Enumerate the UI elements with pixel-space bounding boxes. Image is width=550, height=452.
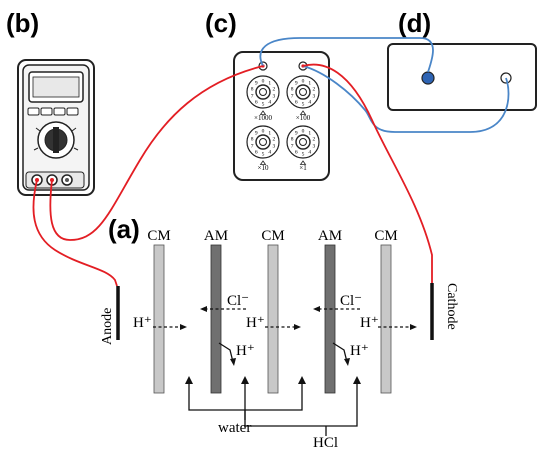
h-plus-label-1: H⁺ xyxy=(133,315,152,331)
cl-minus-label-1: Cl⁻ xyxy=(227,293,249,309)
dial-digit: 8 xyxy=(251,136,254,142)
dial-digit: 2 xyxy=(313,136,316,142)
membrane-cm-1 xyxy=(153,244,165,394)
dial-digit: 3 xyxy=(313,94,316,100)
dial-multiplier-label: ×1000 xyxy=(254,114,272,122)
dial-digit: 4 xyxy=(268,149,271,155)
dial-digit: 5 xyxy=(262,152,265,158)
membrane-cm-2 xyxy=(267,244,279,394)
multimeter-button[interactable] xyxy=(66,107,79,116)
multimeter-button[interactable] xyxy=(53,107,66,116)
dial-digit: 5 xyxy=(262,102,265,108)
red-wire-meter-to-anode xyxy=(32,179,118,287)
dial-digit: 4 xyxy=(268,99,271,105)
hcl-label: HCl xyxy=(313,435,338,451)
membrane-am-1 xyxy=(210,244,222,394)
dial-digit: 7 xyxy=(291,144,294,150)
cathode-label: Cathode xyxy=(444,283,459,330)
multimeter-button[interactable] xyxy=(40,107,53,116)
dial-digit: 6 xyxy=(255,99,258,105)
dial-digit: 5 xyxy=(302,102,305,108)
membrane-label-4: AM xyxy=(318,228,342,244)
dial-digit: 1 xyxy=(268,81,271,87)
panel-label-a: (a) xyxy=(108,214,140,244)
h-plus-release-arrow-1 xyxy=(218,342,234,363)
h-plus-label-4: H⁺ xyxy=(236,343,255,359)
h-plus-label-3: H⁺ xyxy=(360,315,379,331)
dial-digit: 9 xyxy=(255,131,258,137)
panel-label-c: (c) xyxy=(205,8,237,38)
h-plus-release-arrow-2 xyxy=(332,342,348,363)
h-plus-label-2: H⁺ xyxy=(246,315,265,331)
dial-digit: 8 xyxy=(291,86,294,92)
blue-wire-upper xyxy=(259,37,434,73)
dial-digit: 9 xyxy=(295,81,298,87)
device-terminal-blue[interactable] xyxy=(421,71,435,85)
membrane-label-1: CM xyxy=(147,228,170,244)
red-wire-resistor-to-cathode xyxy=(302,63,433,283)
multimeter-button[interactable] xyxy=(27,107,40,116)
multimeter xyxy=(17,59,95,196)
dial-digit: 3 xyxy=(273,94,276,100)
h-plus-label-5: H⁺ xyxy=(350,343,369,359)
anode-label: Anode xyxy=(100,308,115,345)
device-box xyxy=(387,43,537,111)
dial-digit: 6 xyxy=(295,149,298,155)
dial-digit: 6 xyxy=(295,99,298,105)
dial-digit: 7 xyxy=(291,94,294,100)
dial-digit: 1 xyxy=(268,131,271,137)
dial-digit: 6 xyxy=(255,149,258,155)
dial-multiplier-label: ×100 xyxy=(296,114,311,122)
dial-digit: 2 xyxy=(273,86,276,92)
dial-digit: 1 xyxy=(308,81,311,87)
red-wire-meter-to-resistor xyxy=(49,65,264,241)
membrane-label-3: CM xyxy=(261,228,284,244)
dial-multiplier-label: ×1 xyxy=(299,164,307,172)
dial-digit: 2 xyxy=(273,136,276,142)
dial-digit: 0 xyxy=(262,79,265,85)
dial-digit: 0 xyxy=(302,79,305,85)
membrane-label-5: CM xyxy=(374,228,397,244)
dial-digit: 0 xyxy=(302,129,305,135)
dial-digit: 3 xyxy=(313,144,316,150)
dial-digit: 2 xyxy=(313,86,316,92)
panel-label-b: (b) xyxy=(6,8,39,38)
dial-digit: 4 xyxy=(308,99,311,105)
water-label: water xyxy=(218,420,251,436)
dial-digit: 8 xyxy=(251,86,254,92)
dial-digit: 0 xyxy=(262,129,265,135)
hcl-flow-line xyxy=(244,380,358,427)
dial-digit: 9 xyxy=(255,81,258,87)
cl-minus-label-2: Cl⁻ xyxy=(340,293,362,309)
dial-digit: 4 xyxy=(308,149,311,155)
dial-digit: 8 xyxy=(291,136,294,142)
dial-multiplier-label: ×10 xyxy=(258,164,269,172)
blue-wire-lower xyxy=(302,65,510,133)
electrodialysis-stack: Anode Cathode CM AM CM AM CM xyxy=(100,228,459,451)
membrane-label-2: AM xyxy=(204,228,228,244)
dial-digit: 1 xyxy=(308,131,311,137)
membrane-cm-3 xyxy=(380,244,392,394)
panel-label-d: (d) xyxy=(398,8,431,38)
dial-digit: 7 xyxy=(251,144,254,150)
dial-digit: 9 xyxy=(295,131,298,137)
dial-digit: 7 xyxy=(251,94,254,100)
dial-digit: 3 xyxy=(273,144,276,150)
membrane-am-2 xyxy=(324,244,336,394)
dial-digit: 5 xyxy=(302,152,305,158)
